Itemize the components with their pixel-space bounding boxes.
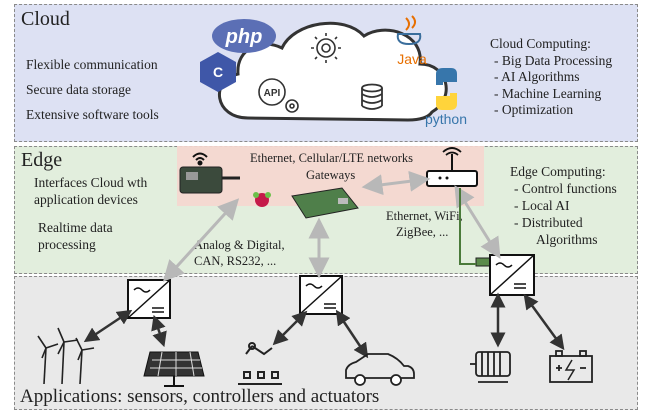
edge-realtime-line-2: processing <box>38 237 96 252</box>
cloud-title: Cloud <box>21 8 70 30</box>
cloud-computing-item: - Machine Learning <box>494 85 602 101</box>
python-logo-icon: python <box>425 68 467 127</box>
python-label: python <box>425 111 467 127</box>
edge-computing-list: Edge Computing: - Control functions - Lo… <box>510 163 617 248</box>
svg-text:C: C <box>213 64 223 80</box>
php-logo-icon: php <box>212 19 276 53</box>
api-label: API <box>264 88 281 99</box>
converter-icon-center <box>299 275 343 315</box>
cloud-feature-3: Extensive software tools <box>26 107 159 122</box>
cloud-feature-2: Secure data storage <box>26 82 131 97</box>
edge-gateways-label: Gateways <box>306 168 356 182</box>
car-icon <box>345 353 415 386</box>
edge-computing-item: - Control functions <box>514 181 617 196</box>
edge-computing-item: Algorithms <box>536 232 598 247</box>
raspberry-pi-logo-icon <box>253 192 271 207</box>
database-icon <box>361 83 383 110</box>
edge-title: Edge <box>21 149 63 171</box>
wind-turbine-icon <box>37 327 95 385</box>
edge-interfaces-line-1: Interfaces Cloud wth <box>34 175 148 190</box>
robot-arm-icon <box>238 342 282 385</box>
cloud-computing-item: - Big Data Processing <box>494 52 613 68</box>
power-flow-arrows <box>83 292 565 359</box>
php-label: php <box>225 26 263 48</box>
cloud-computing-item: - AI Algorithms <box>494 69 580 84</box>
java-logo-icon: Java <box>396 15 427 67</box>
api-gear-icon <box>258 78 299 113</box>
green-link-line <box>459 188 476 265</box>
edge-interfaces-line-2: application devices <box>34 192 138 207</box>
motor-icon <box>470 351 511 383</box>
communication-arrows <box>162 170 501 282</box>
iot-gateway-board-icon <box>179 166 240 194</box>
applications-title: Applications: sensors, controllers and a… <box>20 386 380 407</box>
edge-realtime-line-1: Realtime data <box>38 220 113 235</box>
solar-panel-icon <box>143 351 205 387</box>
edge-computing-item: - Local AI <box>514 198 570 213</box>
cloud-feature-1: Flexible communication <box>26 57 158 72</box>
battery-icon <box>549 350 593 383</box>
protocols-right-line-2: ZigBee, ... <box>396 225 449 239</box>
edge-networks-label: Ethernet, Cellular/LTE networks <box>250 151 414 165</box>
wifi-icon <box>192 152 208 166</box>
edge-computing-item: - Distributed <box>514 215 583 230</box>
edge-computing-title: Edge Computing: <box>510 164 606 179</box>
protocols-right-line-1: Ethernet, WiFi, <box>386 209 463 223</box>
gear-icon <box>311 33 341 63</box>
cloud-computing-item: - Optimization <box>494 102 574 117</box>
converter-icon-right <box>489 254 535 296</box>
cloud-computing-list: Cloud Computing: - Big Data Processing -… <box>490 36 612 119</box>
cpp-logo-icon: C <box>200 52 236 92</box>
converter-icon-left <box>127 279 171 319</box>
cloud-icon <box>217 21 448 122</box>
raspberry-pi-board-icon <box>291 187 359 219</box>
cloud-computing-title: Cloud Computing: <box>490 36 591 51</box>
java-label: Java <box>397 51 427 67</box>
router-icon <box>426 147 478 187</box>
